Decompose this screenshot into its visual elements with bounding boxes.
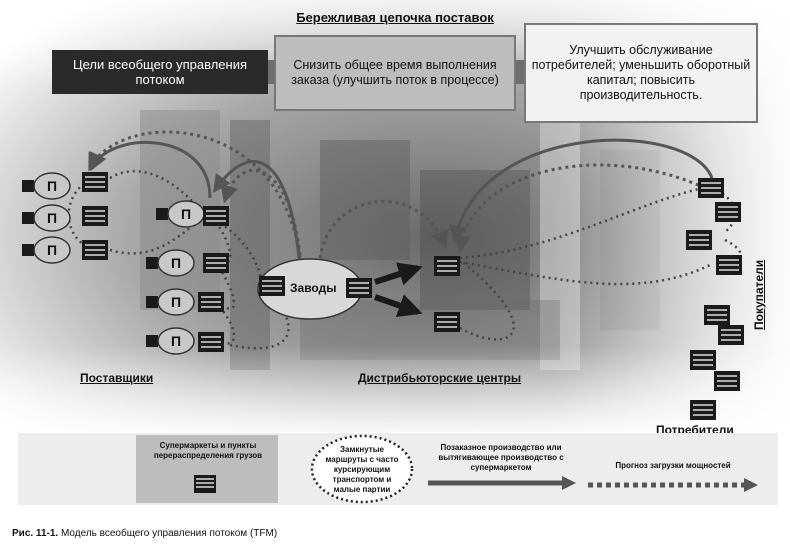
caption-prefix: Рис. 11-1. (12, 528, 59, 539)
plants-label: Заводы (290, 281, 337, 295)
supermarket-stack (82, 172, 108, 192)
diagram-title: Бережливая цепочка поставок (296, 10, 494, 25)
supermarket-stack (690, 400, 716, 420)
supermarket-stack (718, 325, 744, 345)
supermarket-stack (203, 206, 229, 226)
supplier-ellipse (157, 288, 195, 316)
customers-label: Покупатели (752, 259, 766, 330)
supermarket-stack (346, 278, 372, 298)
legend-milkrun-text: Замкнутые маршруты с часто курсирующим т… (325, 445, 399, 494)
truck-icon (22, 244, 34, 256)
supplier-label: П (171, 294, 181, 310)
truck-icon (156, 208, 168, 220)
supplier-label: П (181, 206, 191, 222)
legend-pull-text: Позаказное производство или вытягивающее… (438, 443, 564, 472)
supplier-node: П (22, 236, 71, 264)
supplier-node: П (156, 200, 205, 228)
supplier-ellipse (157, 327, 195, 355)
supermarket-stack (704, 305, 730, 325)
figure-caption: Рис. 11-1. Модель всеобщего управления п… (12, 528, 277, 539)
plant-to-dc-arrows (374, 262, 423, 318)
supplier-node: П (146, 288, 195, 316)
truck-icon (22, 212, 34, 224)
legend-forecast-text: Прогноз загрузки мощностей (615, 461, 731, 470)
supermarket-stack (82, 240, 108, 260)
supplier-label: П (47, 178, 57, 194)
supermarket-stack (198, 292, 224, 312)
supplier-ellipse (33, 172, 71, 200)
supermarket-stack (203, 253, 229, 273)
legend-supermarket-text: Супермаркеты и пункты перераспределения … (153, 441, 263, 460)
supplier-node: П (146, 249, 195, 277)
supplier-node: П (22, 204, 71, 232)
supplier-ellipse (33, 236, 71, 264)
supermarket-stack (434, 256, 460, 276)
tfm-goals-box: Цели всеобщего управления потоком (52, 50, 268, 94)
supermarket-stack (198, 332, 224, 352)
goal-improve-service: Улучшить обслуживание потребителей; умен… (524, 23, 758, 123)
supermarket-stack (82, 206, 108, 226)
truck-icon (146, 257, 158, 269)
supplier-label: П (171, 333, 181, 349)
truck-icon (22, 180, 34, 192)
supermarket-stack (434, 312, 460, 332)
legend-milkrun-ellipse (310, 434, 414, 504)
forecast-arrows (88, 130, 706, 259)
supermarket-stack (698, 178, 724, 198)
suppliers-label: Поставщики (80, 371, 154, 385)
distribution-centers-label: Дистрибьюторские центры (358, 371, 522, 385)
legend-pull-arrow (428, 476, 576, 490)
supermarket-stack (716, 255, 742, 275)
supplier-ellipse (157, 249, 195, 277)
supplier-label: П (171, 255, 181, 271)
supermarket-stack (259, 276, 285, 296)
supplier-label: П (47, 242, 57, 258)
legend-stack-icon (194, 475, 216, 493)
supermarket-stack (715, 202, 741, 222)
legend-forecast-arrow (588, 478, 758, 492)
supplier-node: П (22, 172, 71, 200)
supplier-node: П (146, 327, 195, 355)
supplier-ellipse (33, 204, 71, 232)
supplier-label: П (47, 210, 57, 226)
supermarket-stack (686, 230, 712, 250)
supermarket-stack (714, 371, 740, 391)
truck-icon (146, 296, 158, 308)
caption-text: Модель всеобщего управления потоком (TFM… (58, 528, 278, 539)
legend-panel: Супермаркеты и пункты перераспределения … (18, 433, 778, 505)
truck-icon (146, 335, 158, 347)
goal-reduce-lead-time: Снизить общее время выполнения заказа (у… (274, 35, 516, 111)
supermarket-stack (690, 350, 716, 370)
